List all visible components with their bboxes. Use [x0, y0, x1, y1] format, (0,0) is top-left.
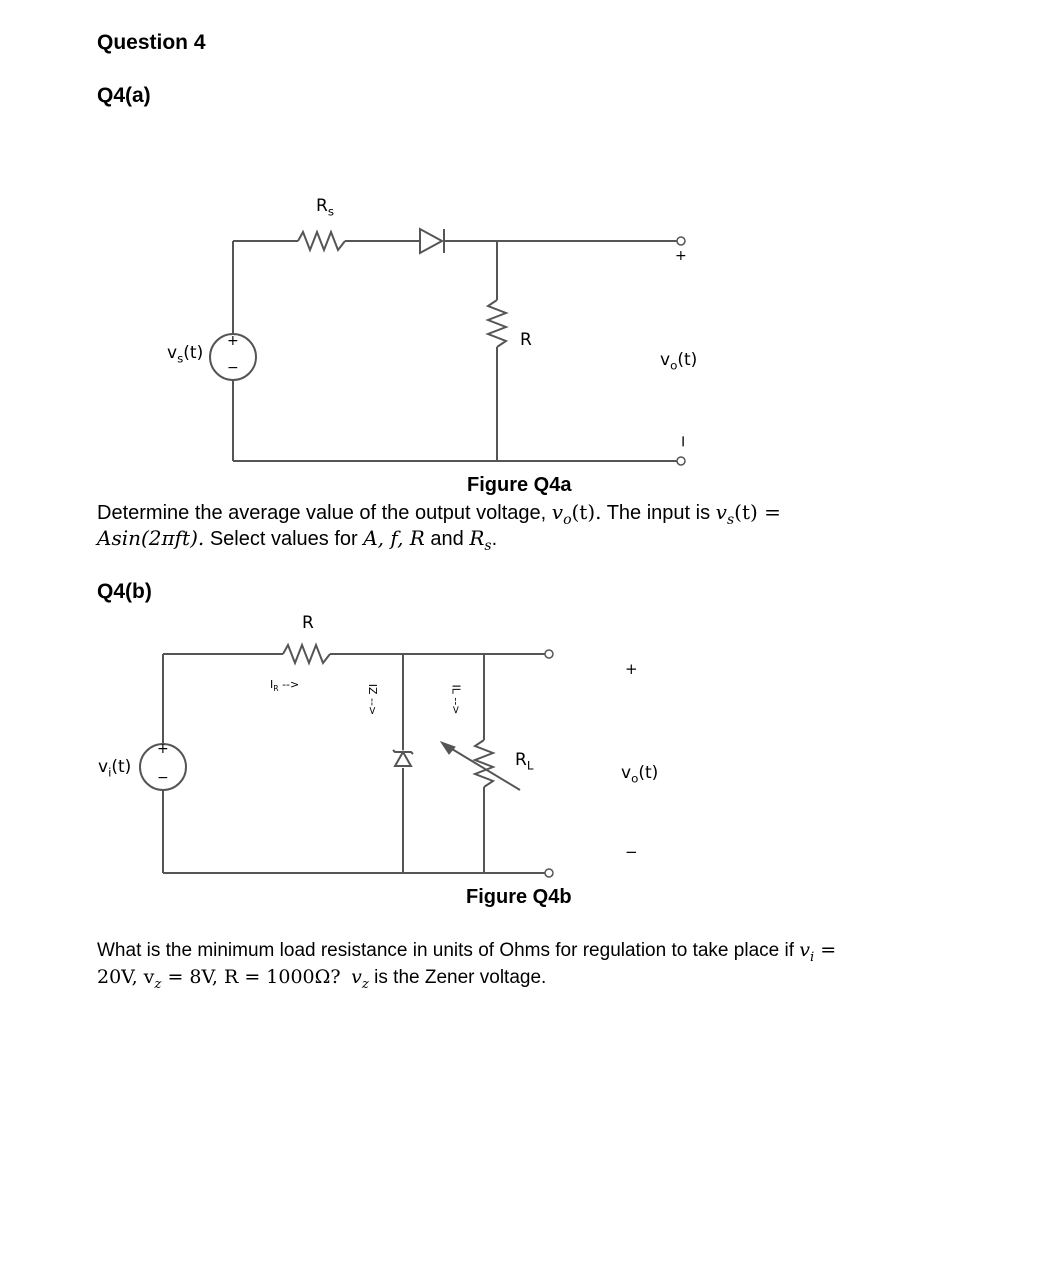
q4a-text-line1: Determine the average value of the outpu… [97, 500, 781, 528]
figure-q4a-circuit [209, 227, 686, 466]
iz-label: IZ --> [366, 683, 380, 716]
vi-minus-sign: − [157, 770, 169, 786]
vo-minus-sign-q4a: − [674, 434, 694, 449]
r-label-q4b: R [302, 613, 314, 633]
rs-resistor [297, 229, 346, 253]
output-terminal-top-q4b [544, 649, 554, 659]
figure-q4a-caption: Figure Q4a [467, 474, 572, 496]
vo-plus-sign-q4b: + [625, 660, 638, 678]
rs-label: Rs [316, 196, 335, 219]
variable-resistor-arrow [439, 741, 456, 755]
part-b-heading: Q4(b) [97, 580, 152, 603]
q4b-text-line2: 20V, vz = 8V, R = 1000Ω? vz is the Zener… [97, 966, 547, 992]
figure-q4b-circuit [139, 642, 554, 878]
part-a-heading: Q4(a) [97, 84, 151, 107]
r-label-q4a: R [520, 330, 532, 350]
zener-diode [392, 749, 414, 767]
vo-minus-sign-q4b: − [625, 843, 638, 861]
vi-plus-sign: + [157, 741, 169, 757]
output-terminal-bottom-q4b [544, 868, 554, 878]
voltage-source-vi [139, 743, 187, 791]
vo-plus-sign-q4a: + [675, 248, 687, 264]
vs-minus-sign: − [227, 360, 239, 376]
voltage-source-vs [209, 333, 257, 381]
output-terminal-bottom [676, 456, 686, 466]
diode-q4a [419, 227, 445, 255]
q4a-text-line2: Asin(2πft). Select values for A, f, R an… [97, 526, 498, 554]
q4b-text-line1: What is the minimum load resistance in u… [97, 939, 837, 965]
vi-label: vi(t) [98, 757, 132, 780]
vo-label-q4a: vo(t) [660, 350, 698, 373]
vs-label: vs(t) [167, 343, 204, 366]
question-title: Question 4 [97, 31, 206, 54]
figure-q4b-caption: Figure Q4b [466, 886, 572, 908]
il-label: IL --> [449, 684, 463, 715]
vo-label-q4b: vo(t) [621, 763, 659, 786]
output-terminal-top [676, 236, 686, 246]
vs-plus-sign: + [227, 333, 239, 349]
rl-label: RL [515, 750, 534, 773]
ir-label: IR --> [270, 678, 300, 694]
